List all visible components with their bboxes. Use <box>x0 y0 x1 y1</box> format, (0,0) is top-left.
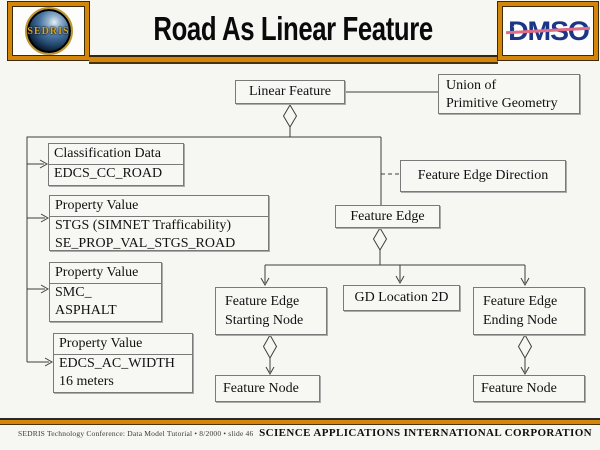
compartment-value: EDCS_CC_ROAD <box>54 166 163 181</box>
node-feature-edge-starting-node: Feature Edge Starting Node <box>215 287 327 335</box>
compartment-header: Classification Data <box>49 144 183 165</box>
compartment-header: Property Value <box>54 334 192 355</box>
node-property-value-smc: Property Value SMC_ ASPHALT <box>49 262 162 322</box>
node-label-line2: Starting Node <box>225 313 304 328</box>
sedris-logo-text: SEDRIS <box>27 25 70 37</box>
compartment-value: EDCS_AC_WIDTH <box>59 356 175 371</box>
node-label-line2: Primitive Geometry <box>446 96 558 111</box>
node-gd-location-2d: GD Location 2D <box>343 285 460 311</box>
sedris-logo: SEDRIS <box>8 2 89 60</box>
compartment-value: SMC_ <box>55 285 92 300</box>
node-label: Feature Node <box>223 381 299 396</box>
node-union-of-primitive-geometry: Union of Primitive Geometry <box>438 74 580 114</box>
node-linear-feature: Linear Feature <box>235 80 345 104</box>
title-underline-rule <box>89 55 498 64</box>
node-property-value-width: Property Value EDCS_AC_WIDTH 16 meters <box>53 333 193 393</box>
node-label: Linear Feature <box>248 84 331 99</box>
compartment-value: STGS (SIMNET Trafficability) <box>55 218 232 233</box>
node-label-line1: Union of <box>446 78 497 93</box>
title-bar: Road As Linear Feature <box>89 2 498 56</box>
node-feature-node-right: Feature Node <box>473 375 585 402</box>
node-label: Feature Node <box>481 381 557 396</box>
dmso-star-icon: ★ <box>512 23 521 34</box>
compartment-value: SE_PROP_VAL_STGS_ROAD <box>55 236 236 251</box>
footer-company-name: SCIENCE APPLICATIONS INTERNATIONAL CORPO… <box>259 427 592 439</box>
node-property-value-stgs: Property Value STGS (SIMNET Trafficabili… <box>49 195 269 251</box>
dmso-logo-art: DMSO ★ <box>505 14 591 48</box>
node-feature-edge-direction: Feature Edge Direction <box>400 160 566 192</box>
node-label-line1: Feature Edge <box>225 294 300 309</box>
compartment-value: ASPHALT <box>55 303 117 318</box>
node-feature-edge-ending-node: Feature Edge Ending Node <box>473 287 585 335</box>
node-label-line2: Ending Node <box>483 313 558 328</box>
compartment-header: Property Value <box>50 196 268 217</box>
footer-slide-info: SEDRIS Technology Conference: Data Model… <box>18 429 254 438</box>
node-label: GD Location 2D <box>354 290 449 305</box>
compartment-value: 16 meters <box>59 374 114 389</box>
node-classification-data: Classification Data EDCS_CC_ROAD <box>48 143 184 186</box>
dmso-logo: DMSO ★ <box>498 2 598 60</box>
sedris-globe-icon: SEDRIS <box>24 7 73 55</box>
node-feature-edge: Feature Edge <box>335 205 440 228</box>
node-label: Feature Edge <box>350 208 425 224</box>
footer-divider-rule <box>0 418 600 425</box>
node-label: Feature Edge Direction <box>417 168 549 183</box>
node-label-line1: Feature Edge <box>483 294 558 309</box>
node-feature-node-left: Feature Node <box>215 375 320 402</box>
page-title: Road As Linear Feature <box>153 10 434 47</box>
compartment-header: Property Value <box>50 263 161 284</box>
